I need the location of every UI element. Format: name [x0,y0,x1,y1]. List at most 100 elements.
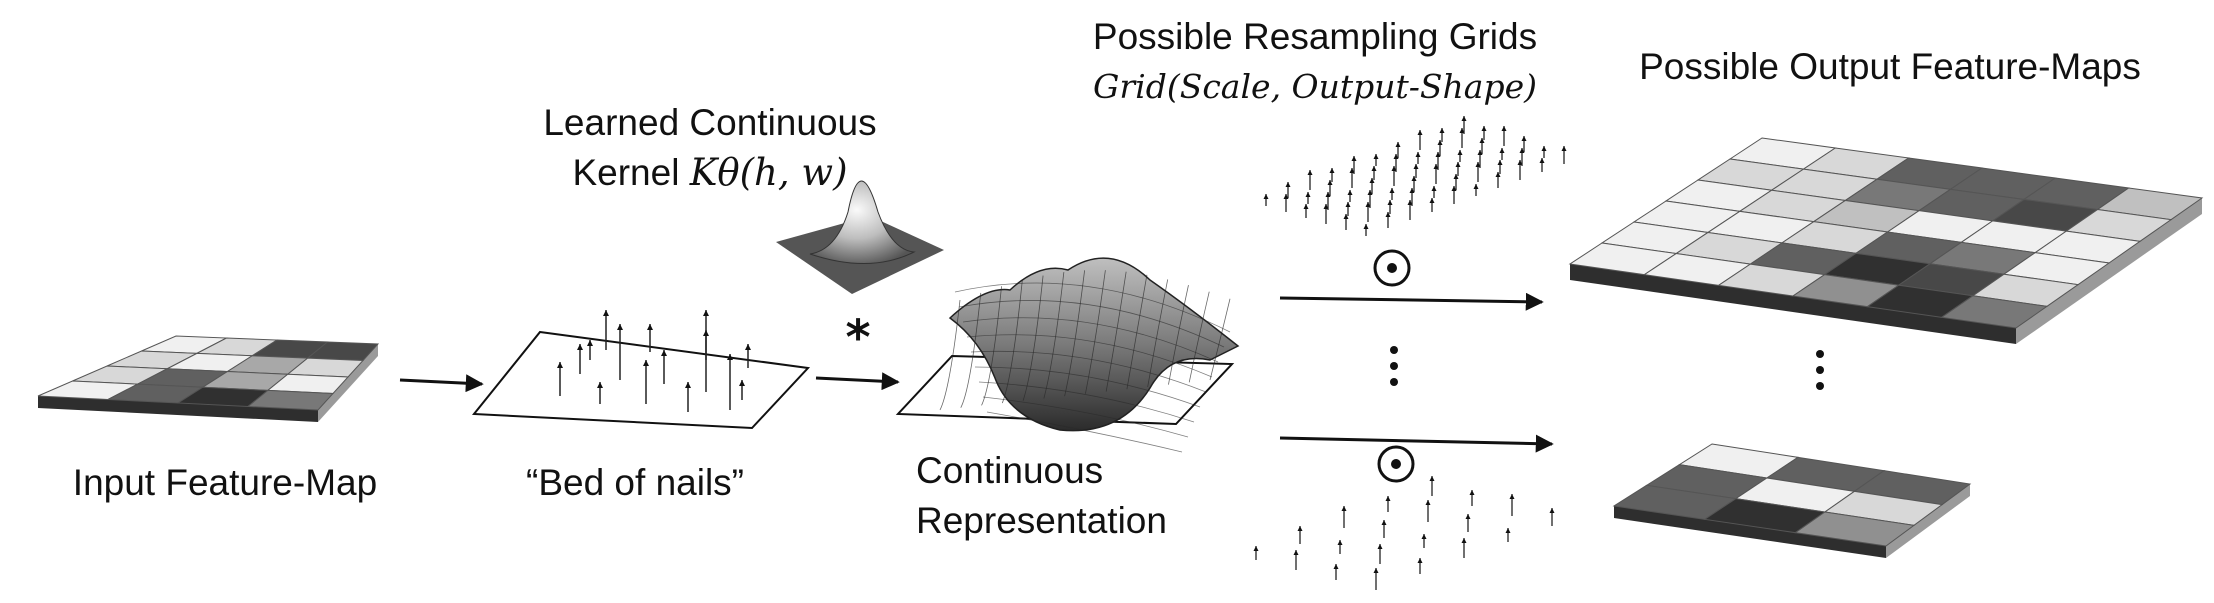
grid-dense-arrow-tip [1345,202,1351,207]
mesh-line [954,282,1231,333]
pointwise-dot-bottom [1391,459,1401,469]
grid-dense-arrow-tip [1499,148,1505,153]
grid-dense-arrow-tip [1429,198,1435,203]
grid-dense-arrow-tip [1413,164,1419,169]
grid-dense-arrow-tip [1349,168,1355,173]
grid-sparse-arrow-tip [1461,538,1467,543]
arrow-to-output-small [1279,434,1554,453]
grid-dense-arrow-tip [1457,150,1463,155]
nail-tip [727,354,733,360]
grid-dense-arrow-tip [1263,194,1269,199]
grid-dense-arrow-tip [1347,190,1353,195]
grid-dense-arrow-tip [1459,128,1465,133]
grid-dense-arrow-tip [1327,180,1333,185]
grid-sparse-arrow-tip [1429,476,1435,481]
grid-dense-arrow-tip [1409,188,1415,193]
mesh-line [1043,272,1065,399]
grid-dense-arrow-tip [1475,162,1481,167]
ellipsis-grids [1390,346,1398,386]
mesh-line [1022,275,1044,401]
grid-dense-arrow-tip [1451,186,1457,191]
grid-dense-arrow-tip [1303,204,1309,209]
label-outputs-title: Possible Output Feature-Maps [1639,46,2141,87]
grid-dense-arrow-tip [1283,194,1289,199]
pointwise-top [1373,249,1411,287]
resampling-grid-sparse [1253,476,1555,590]
grid-dense-arrow-tip [1521,136,1527,141]
grid-dense-arrow-tip [1351,156,1357,161]
grid-dense-arrow-tip [1473,184,1479,189]
grid-dense-arrow-tip [1373,154,1379,159]
grid-sparse-arrow-tip [1421,534,1427,539]
grid-dense-arrow-tip [1561,146,1567,151]
label-kernel-word: Kernel [572,152,680,193]
input-map-side-edge [318,344,378,422]
grid-dense-arrow-tip [1455,162,1461,167]
label-kernel-line1: Learned Continuous [543,102,877,143]
grid-dense-arrow-tip [1461,116,1467,121]
grid-dense-arrow-tip [1479,138,1485,143]
grid-sparse-arrow-tip [1337,540,1343,545]
grid-sparse-arrow-tip [1469,490,1475,495]
grid-dense-arrow-tip [1431,186,1437,191]
grid-dense-arrow-tip [1407,200,1413,205]
mesh-line [1105,271,1127,392]
grid-dense-arrow-tip [1385,212,1391,217]
arrow-to-output-large [1279,292,1544,311]
grid-sparse-arrow-tip [1373,568,1379,573]
mesh-line [1001,280,1023,404]
mesh-line [966,334,1213,378]
mesh-line [1126,274,1148,390]
grid-dense-arrow-tip [1393,154,1399,159]
grid-dense-arrow-tip [1497,160,1503,165]
pointwise-dot-top [1387,263,1397,273]
grid-dense-arrow-tip [1435,152,1441,157]
grid-dense-arrow-tip [1439,128,1445,133]
grid-dense-arrow-tip [1415,152,1421,157]
mesh-line [1168,285,1189,385]
grid-dense-arrow-tip [1329,168,1335,173]
grid-dense-arrow-tip [1481,126,1487,131]
grid-sparse-arrow-tip [1333,564,1339,569]
convolution-symbol: * [845,310,870,366]
grid-sparse-arrow-tip [1505,528,1511,533]
output-large-cell [1940,295,2049,329]
label-kernel-math: Kθ(h, w) [689,151,848,194]
nail-tip [587,340,593,346]
grid-dense-arrow-tip [1363,224,1369,229]
resampling-grid-dense [1263,116,1567,236]
mesh-line [981,286,1002,406]
grid-dense-arrow-tip [1517,160,1523,165]
grid-dense-arrow-tip [1437,140,1443,145]
input-map-front-edge [38,396,318,422]
mesh-line [958,300,1225,348]
mesh-line [986,411,1183,453]
arrow-input-to-nails [399,374,484,393]
nail-tip [643,360,649,366]
label-bed-of-nails: “Bed of nails” [526,462,744,503]
grid-sparse-arrow-tip [1341,506,1347,511]
grid-dense-arrow-tip [1411,176,1417,181]
mesh-line [982,396,1189,438]
grid-dense-arrow-tip [1367,190,1373,195]
input-feature-map [37,335,380,422]
nail-tip [617,324,623,330]
grid-dense-arrow-tip [1519,148,1525,153]
grid-dense-arrow-tip [1365,202,1371,207]
mesh-line [1147,279,1169,387]
mesh-line [970,350,1207,393]
grid-dense-arrow-tip [1541,146,1547,151]
grid-sparse-arrow-tip [1381,520,1387,525]
grid-dense-arrow-tip [1285,182,1291,187]
mesh-line [974,366,1201,408]
mesh-line [978,381,1195,423]
nail-tip [703,330,709,336]
nail-tip [745,344,751,350]
grid-sparse-arrow-tip [1417,558,1423,563]
grid-sparse-arrow-tip [1253,546,1259,551]
grid-dense-arrow-tip [1501,126,1507,131]
nail-tip [647,324,653,330]
grid-dense-arrow-tip [1477,150,1483,155]
continuous-representation-surface [895,257,1240,453]
